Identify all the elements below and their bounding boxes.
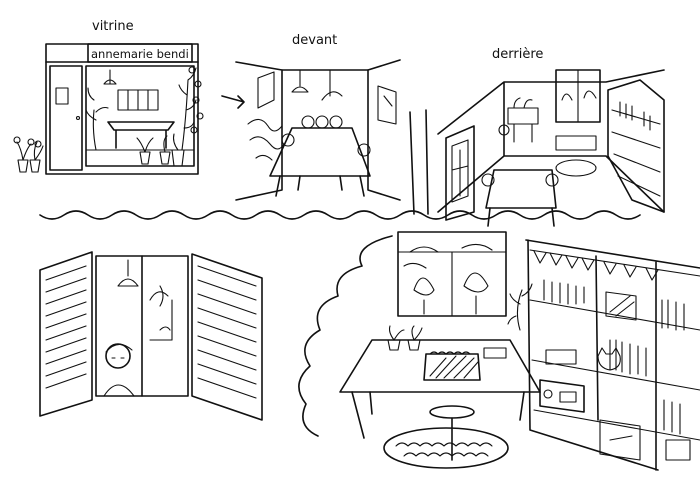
derriere-panel: derrière <box>437 47 665 227</box>
vitrine-panel: vitrine annemarie bendi <box>13 19 204 175</box>
atelier-panel <box>298 231 700 471</box>
devant-panel: devant <box>221 33 429 215</box>
devant-label: devant <box>292 33 337 48</box>
window-shutters-panel <box>39 251 263 421</box>
shop-sign-label: annemarie bendi <box>91 47 189 61</box>
wavy-divider <box>39 210 641 220</box>
derriere-label: derrière <box>492 47 543 62</box>
vitrine-label: vitrine <box>92 19 134 34</box>
